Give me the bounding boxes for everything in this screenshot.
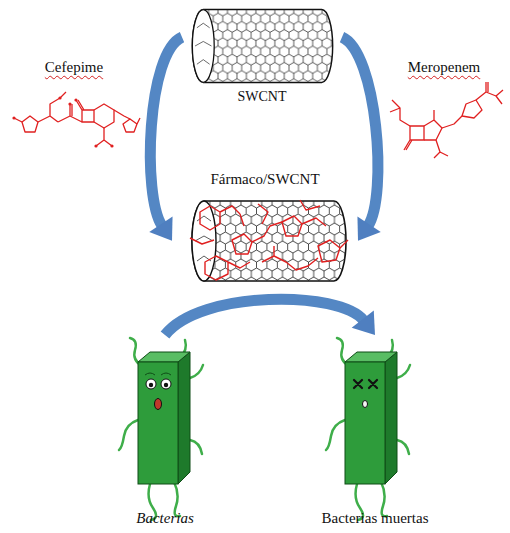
node-label: Bacterias — [134, 509, 196, 527]
bacteria-node: Bacterias muertas — [300, 335, 450, 527]
arrow-shaft — [165, 299, 364, 335]
arrow-shaft — [150, 37, 182, 226]
node-label: Bacterias muertas — [319, 509, 430, 527]
cefepime-molecule — [14, 92, 140, 146]
meropenem-molecule — [390, 82, 503, 158]
node-label: SWCNT — [236, 89, 289, 106]
arrow-head — [357, 216, 380, 240]
curved-arrow — [149, 37, 182, 241]
arrow-head — [352, 311, 375, 335]
drug-node: Cefepime — [8, 58, 140, 166]
bacterium-alive — [119, 338, 203, 520]
conjugate-node: Fármaco/SWCNT — [172, 170, 358, 288]
curved-arrow — [165, 299, 375, 335]
node-label: Fármaco/SWCNT — [208, 170, 321, 188]
curved-arrow — [342, 37, 381, 241]
nanotube-node: SWCNT — [182, 0, 342, 106]
bacteria-node: Bacterias — [115, 335, 215, 527]
node-label: Meropenem — [406, 58, 482, 76]
drug-node: Meropenem — [382, 58, 506, 166]
atom-dots — [12, 96, 113, 147]
bacterium-dead — [326, 338, 410, 520]
nanotube — [192, 10, 332, 83]
arrow-shaft — [342, 37, 378, 226]
arrow-head — [149, 216, 172, 240]
drug-molecules — [190, 200, 348, 280]
node-label: Cefepime — [43, 58, 105, 76]
loaded-nanotube — [192, 201, 346, 281]
